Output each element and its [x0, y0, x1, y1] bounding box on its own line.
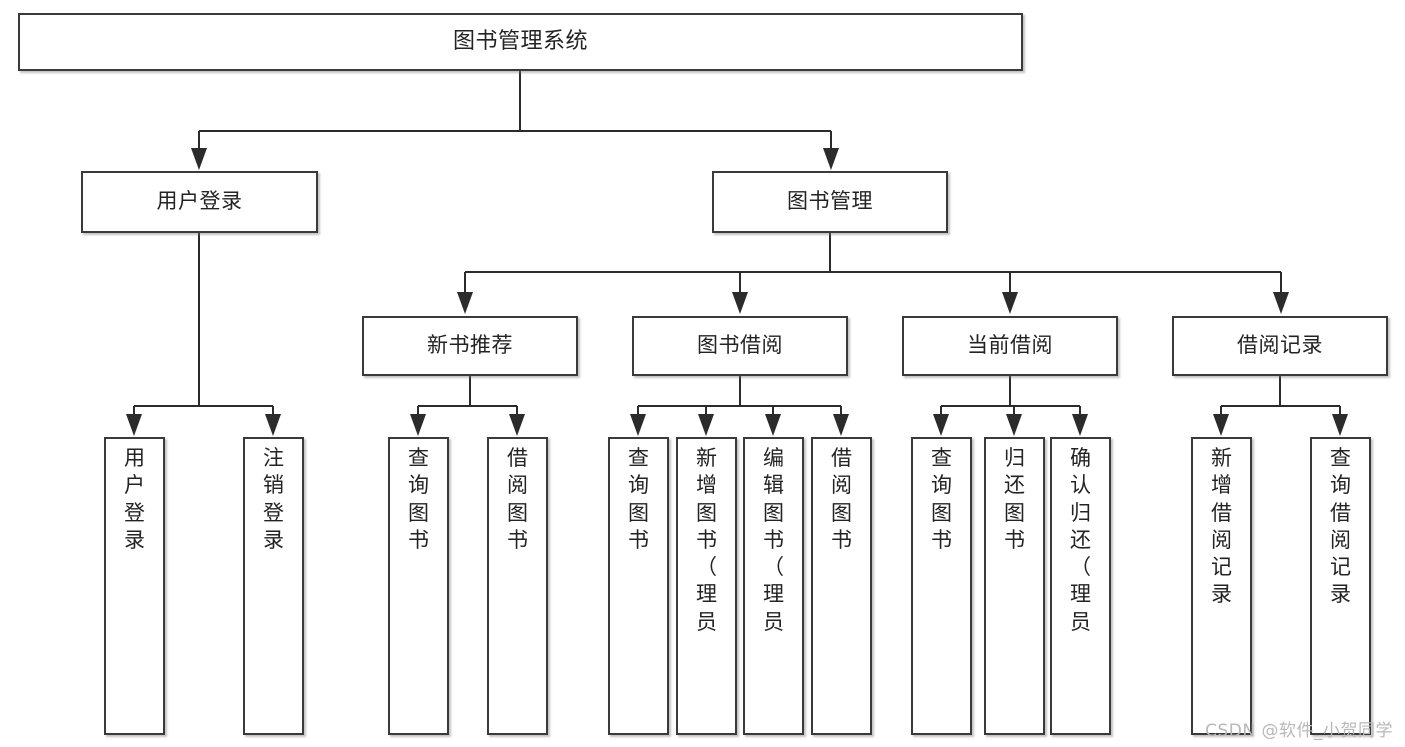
node-leaf-query-book-current[interactable]: 查询图书: [911, 437, 972, 735]
node-new-book-recommend[interactable]: 新书推荐: [362, 316, 578, 376]
node-label: 图书借阅: [697, 333, 783, 358]
node-label: 查询图书: [628, 446, 649, 552]
node-label: 注销登录: [263, 446, 284, 552]
node-label: 借阅记录: [1237, 333, 1323, 358]
node-user-login[interactable]: 用户登录: [81, 171, 318, 233]
node-label: 用户登录: [124, 446, 145, 552]
node-label: 编辑图书（管理员）: [763, 446, 784, 634]
node-label: 用户登录: [156, 189, 243, 214]
node-label: 新书推荐: [427, 333, 513, 358]
node-book-management[interactable]: 图书管理: [712, 171, 948, 233]
node-leaf-user-login[interactable]: 用户登录: [104, 437, 165, 735]
node-label: 图书管理系统: [452, 28, 588, 54]
node-leaf-query-book-borrow[interactable]: 查询图书: [608, 437, 669, 735]
node-leaf-borrow-book[interactable]: 借阅图书: [811, 437, 872, 735]
node-label: 归还图书: [1004, 446, 1025, 552]
node-label: 新增借阅记录: [1211, 446, 1232, 607]
node-leaf-query-book-recommend[interactable]: 查询图书: [388, 437, 449, 735]
node-label: 借阅图书: [831, 446, 852, 552]
node-label: 借阅图书: [507, 446, 528, 552]
node-leaf-add-borrow-record[interactable]: 新增借阅记录: [1191, 437, 1252, 735]
node-leaf-return-book[interactable]: 归还图书: [984, 437, 1045, 735]
node-label: 确认归还（管理员）: [1070, 446, 1091, 634]
node-leaf-edit-book[interactable]: 编辑图书（管理员）: [743, 437, 804, 735]
node-label: 查询借阅记录: [1330, 446, 1351, 607]
node-leaf-query-borrow-record[interactable]: 查询借阅记录: [1310, 437, 1371, 735]
node-leaf-user-logout[interactable]: 注销登录: [243, 437, 304, 735]
node-book-borrow[interactable]: 图书借阅: [632, 316, 848, 376]
node-leaf-confirm-return[interactable]: 确认归还（管理员）: [1050, 437, 1111, 735]
node-leaf-borrow-book-recommend[interactable]: 借阅图书: [487, 437, 548, 735]
node-borrow-record[interactable]: 借阅记录: [1172, 316, 1388, 376]
node-root-system[interactable]: 图书管理系统: [18, 13, 1023, 71]
node-label: 图书管理: [787, 189, 873, 214]
node-label: 新增图书（管理员）: [696, 446, 717, 634]
csdn-watermark: CSDN @软件_小贺同学: [1205, 721, 1393, 741]
node-label: 当前借阅: [967, 333, 1053, 358]
node-label: 查询图书: [408, 446, 429, 552]
node-label: 查询图书: [931, 446, 952, 552]
node-current-borrow[interactable]: 当前借阅: [902, 316, 1118, 376]
node-leaf-add-book[interactable]: 新增图书（管理员）: [676, 437, 737, 735]
